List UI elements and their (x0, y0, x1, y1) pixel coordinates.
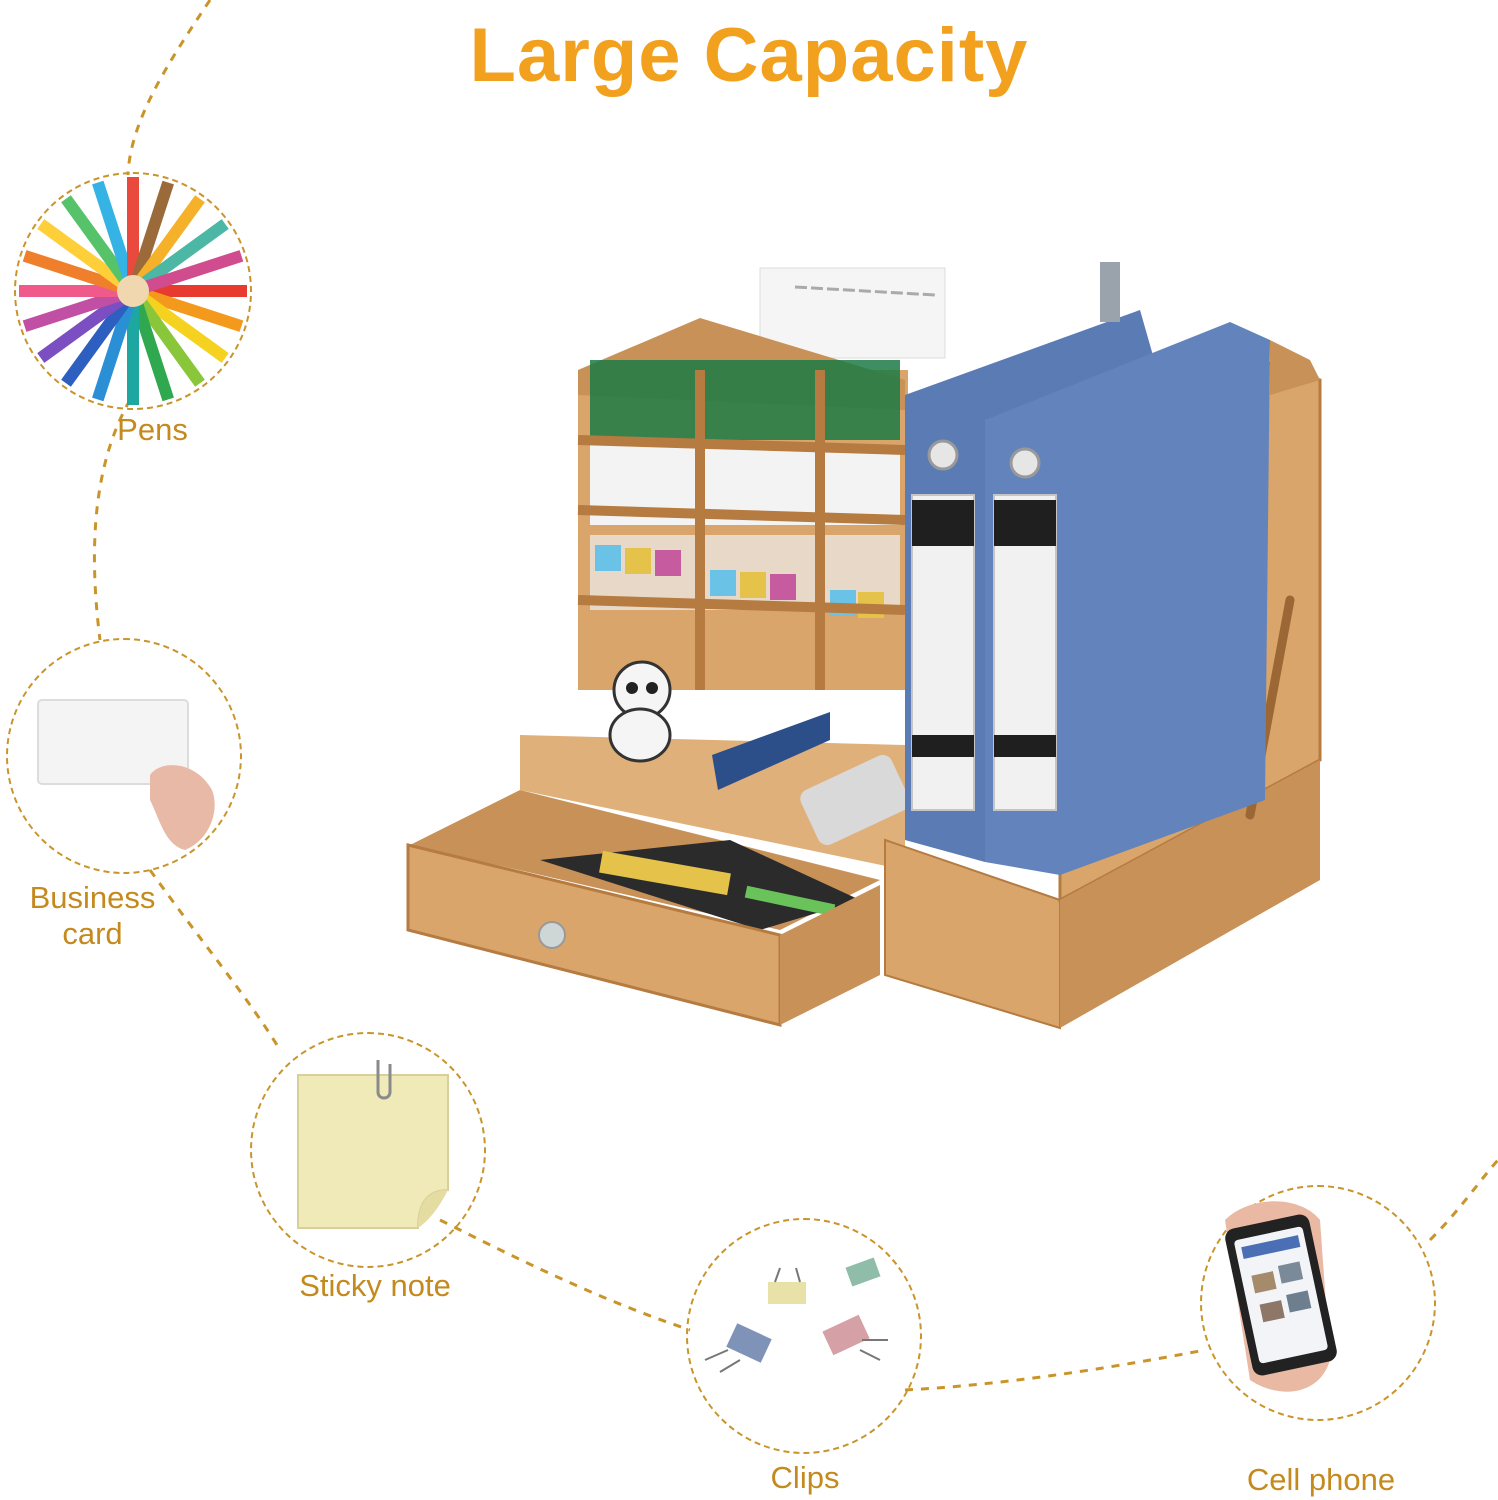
feature-label-clips: Clips (770, 1460, 840, 1495)
pencil (22, 250, 122, 293)
pencil (140, 219, 229, 288)
pencil (22, 289, 122, 332)
feature-label-pens: Pens (117, 412, 188, 447)
feature-label-sticky-note: Sticky note (299, 1268, 451, 1303)
feature-label-cell-phone: Cell phone (1246, 1462, 1396, 1497)
pencil (92, 180, 135, 280)
business-card-circle (6, 638, 242, 874)
pencil (131, 180, 174, 280)
feature-label-business-card: Business card (29, 880, 156, 951)
pencil (37, 219, 126, 288)
pencil (19, 285, 119, 297)
clips-circle (686, 1218, 922, 1454)
pencil (136, 195, 205, 284)
pencil (140, 294, 229, 363)
sticky-note-circle (250, 1032, 486, 1268)
pencil (127, 305, 139, 405)
pencil (131, 302, 174, 402)
pencil (136, 298, 205, 387)
pencil (92, 302, 135, 402)
cell-phone-circle (1200, 1185, 1436, 1421)
pens-circle (14, 172, 252, 410)
pencil (147, 285, 247, 297)
pencil (144, 250, 244, 293)
pencil (144, 289, 244, 332)
page-title: Large Capacity (469, 13, 1029, 98)
pencil (61, 298, 130, 387)
pencil (127, 177, 139, 277)
pencil (61, 195, 130, 284)
pencil (37, 294, 126, 363)
